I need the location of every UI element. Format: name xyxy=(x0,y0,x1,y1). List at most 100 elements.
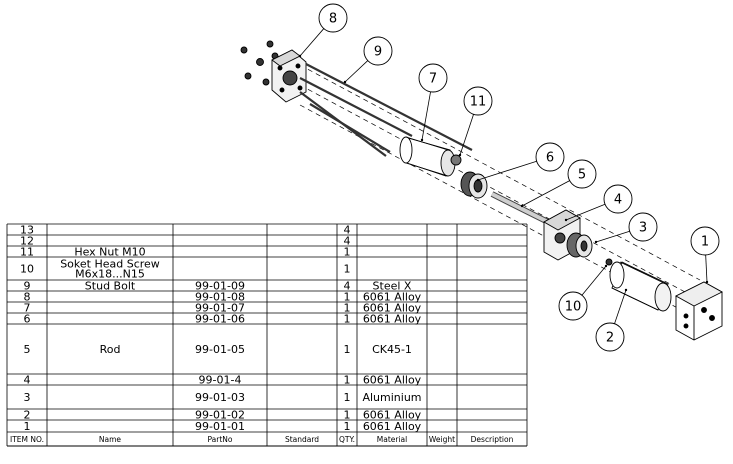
balloon-circle xyxy=(628,212,658,242)
bom-cell-item-no: 5 xyxy=(24,343,31,356)
balloon-2: 2 xyxy=(595,288,628,352)
balloon-leader xyxy=(344,60,369,83)
rod-part-5 xyxy=(490,191,550,225)
bom-cell-material: 6061 Alloy xyxy=(363,313,422,326)
balloon-label: 9 xyxy=(374,45,382,60)
balloon-11: 11 xyxy=(458,86,493,157)
balloon-10: 10 xyxy=(558,264,608,321)
bom-cell-qty: 1 xyxy=(344,420,351,433)
leader-dot xyxy=(604,264,608,268)
balloon-circle xyxy=(603,184,633,214)
bom-header-standard: Standard xyxy=(285,435,319,444)
bom-cell-material: 6061 Alloy xyxy=(363,374,422,387)
bom-cell-item-no: 7 xyxy=(24,302,31,315)
bom-cell-qty: 1 xyxy=(344,374,351,387)
balloon-label: 10 xyxy=(565,300,582,315)
bom-cell-qty: 1 xyxy=(344,302,351,315)
balloon-label: 5 xyxy=(578,168,586,183)
balloon-1: 1 xyxy=(690,226,720,284)
bom-cell-material: CK45-1 xyxy=(372,343,412,356)
balloon-label: 7 xyxy=(429,72,437,87)
balloon-leader xyxy=(565,203,606,221)
bom-cell-qty: 1 xyxy=(344,409,351,422)
bom-cell-material: 6061 Alloy xyxy=(363,302,422,315)
bom-cell-item-no: 11 xyxy=(20,246,34,259)
bom-cell-qty: 4 xyxy=(344,280,351,293)
balloon-label: 1 xyxy=(701,235,709,250)
balloon-leader xyxy=(299,28,325,57)
bom-cell-item-no: 1 xyxy=(24,420,31,433)
bom-header-item-no: ITEM NO. xyxy=(10,435,44,444)
bom-cell-part-no: 99-01-03 xyxy=(195,391,245,404)
balloon-circle xyxy=(535,142,565,172)
bushing-part-3 xyxy=(566,232,593,258)
bom-cell-material: Aluminium xyxy=(362,391,421,404)
balloon-leader xyxy=(521,180,570,207)
bom-cell-qty: 1 xyxy=(344,263,351,276)
balloon-label: 2 xyxy=(606,331,614,346)
end-plate-part-8 xyxy=(271,49,307,103)
balloon-9: 9 xyxy=(343,36,393,84)
bom-cell-material: 6061 Alloy xyxy=(363,409,422,422)
bom-cell-item-no: 13 xyxy=(20,224,34,237)
balloon-leader xyxy=(477,160,537,181)
bom-cell-qty: 1 xyxy=(344,343,351,356)
bom-header-part-no: PartNo xyxy=(207,435,232,444)
balloon-circle xyxy=(363,36,393,66)
tube-part-2 xyxy=(609,261,672,312)
bom-cell-qty: 1 xyxy=(344,313,351,326)
hex-nut-part-11 xyxy=(450,154,462,166)
balloon-label: 4 xyxy=(614,193,622,208)
bom-cell-part-no: 99-01-02 xyxy=(195,409,245,422)
bom-cell-part-no: 99-01-08 xyxy=(195,291,245,304)
bom-cell-item-no: 8 xyxy=(24,291,31,304)
hex-nuts-group xyxy=(240,40,284,86)
bom-cell-part-no: 99-01-05 xyxy=(195,343,245,356)
bom-header-qty: QTY. xyxy=(339,435,355,444)
bom-cell-item-no: 6 xyxy=(24,313,31,326)
leader-dot xyxy=(476,178,480,182)
bom-cell-material: Steel X xyxy=(373,280,412,293)
balloon-circle xyxy=(690,226,720,256)
balloon-circle xyxy=(558,291,588,321)
bom-cell-part-no: 99-01-09 xyxy=(195,280,245,293)
balloon-8: 8 xyxy=(298,3,348,58)
balloon-5: 5 xyxy=(520,159,597,208)
bom-cell-name: Stud Bolt xyxy=(85,280,136,293)
balloon-circle xyxy=(567,159,597,189)
balloon-leader xyxy=(595,230,630,243)
balloon-circle xyxy=(318,3,348,33)
bom-cell-part-no: 99-01-4 xyxy=(199,374,242,387)
bom-cell-qty: 4 xyxy=(344,235,351,248)
bom-cell-name: Hex Nut M10 xyxy=(74,246,145,259)
bom-cell-qty: 1 xyxy=(344,246,351,259)
leader-dot xyxy=(420,138,424,142)
balloon-6: 6 xyxy=(476,142,565,182)
end-block-part-1 xyxy=(675,281,723,341)
leader-dot xyxy=(298,54,302,58)
balloon-circle xyxy=(418,63,448,93)
bom-cell-qty: 1 xyxy=(344,291,351,304)
bom-cell-part-no: 99-01-07 xyxy=(195,302,245,315)
balloon-label: 3 xyxy=(639,221,647,236)
bom-header-material: Material xyxy=(377,435,407,444)
balloon-7: 7 xyxy=(418,63,448,142)
balloon-circle xyxy=(595,322,625,352)
leader-dot xyxy=(458,153,462,157)
stud-bolts-part-9 xyxy=(299,63,473,157)
leader-dot xyxy=(594,240,598,244)
leader-dot xyxy=(705,280,709,284)
leader-dot xyxy=(564,218,568,222)
balloon-3: 3 xyxy=(594,212,658,244)
bom-cell-qty: 4 xyxy=(344,224,351,237)
leader-dot xyxy=(624,288,628,292)
bom-cell-item-no: 10 xyxy=(20,263,34,276)
balloon-label: 6 xyxy=(546,151,554,166)
